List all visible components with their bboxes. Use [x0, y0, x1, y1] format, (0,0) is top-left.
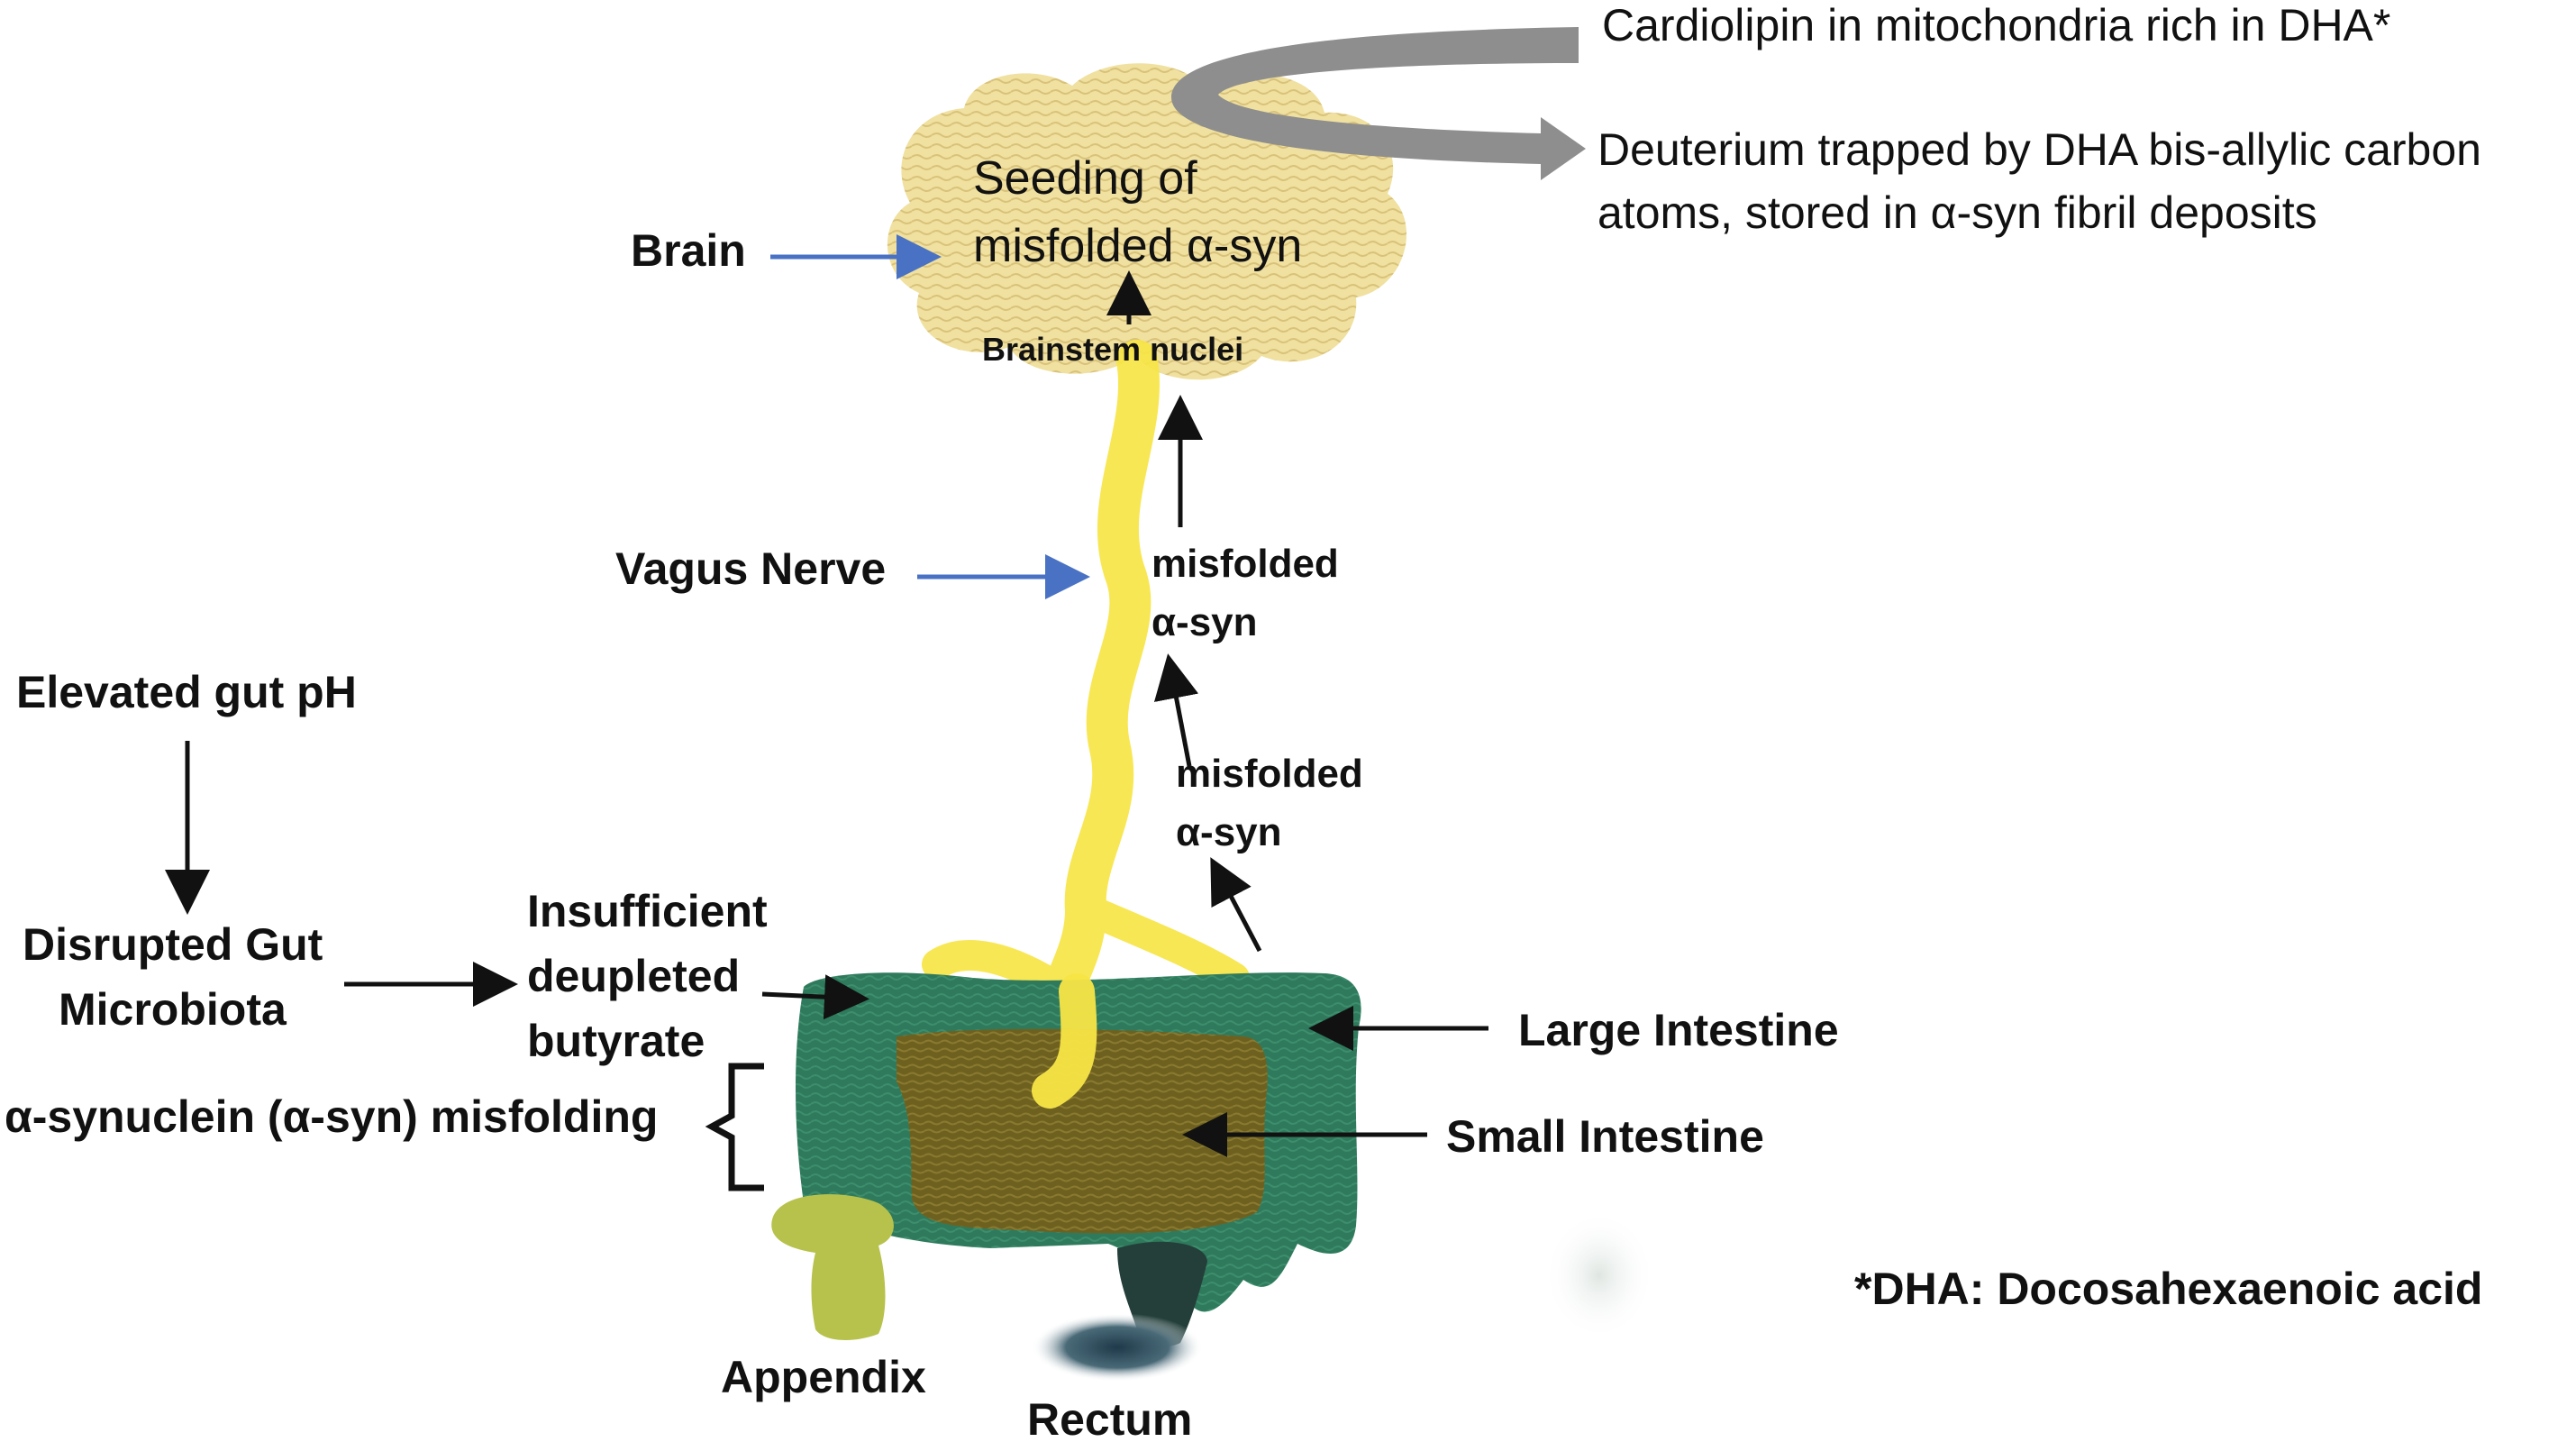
- label-disrupted-1: Disrupted Gut: [23, 919, 323, 970]
- label-vagus: Vagus Nerve: [615, 543, 886, 594]
- label-misfolding: α-synuclein (α-syn) misfolding: [5, 1091, 658, 1142]
- label-misfolded-lower-1: misfolded: [1176, 752, 1363, 796]
- label-misfolded-lower-2: α-syn: [1176, 810, 1282, 854]
- label-misfolded-upper-2: α-syn: [1151, 600, 1258, 644]
- label-butyrate-1: Insufficient: [527, 886, 768, 936]
- label-seeding-line1: Seeding of: [973, 152, 1197, 205]
- label-deuterium-line2: atoms, stored in α-syn fibril deposits: [1597, 187, 2317, 238]
- black-arrows: [165, 270, 1488, 1157]
- arrow-lower-misfolded: [1210, 857, 1262, 953]
- label-butyrate-2: deupleted: [527, 951, 740, 1001]
- appendix-shape: [771, 1194, 894, 1340]
- label-disrupted-2: Microbiota: [59, 984, 287, 1035]
- rectum-opening: [1032, 1313, 1203, 1382]
- label-cardiolipin: Cardiolipin in mitochondria rich in DHA*: [1602, 0, 2390, 50]
- small-intestine-shape: [897, 1028, 1268, 1234]
- misfolding-brace: [705, 1063, 764, 1191]
- smudge: [1543, 1210, 1655, 1340]
- label-brain: Brain: [631, 225, 746, 276]
- label-appendix: Appendix: [721, 1352, 926, 1402]
- label-brainstem: Brainstem nuclei: [982, 331, 1243, 368]
- label-large-intestine: Large Intestine: [1518, 1005, 1839, 1055]
- arrow-butyrate-to-intestine: [761, 974, 869, 1020]
- label-deuterium-line1: Deuterium trapped by DHA bis-allylic car…: [1597, 124, 2481, 175]
- label-elevated-ph: Elevated gut pH: [16, 667, 357, 717]
- label-small-intestine: Small Intestine: [1446, 1111, 1764, 1162]
- label-rectum: Rectum: [1027, 1394, 1192, 1442]
- blue-arrows: [770, 234, 1090, 599]
- label-seeding-line2: misfolded α-syn: [973, 220, 1302, 272]
- label-butyrate-3: butyrate: [527, 1016, 705, 1066]
- label-dha-footnote: *DHA: Docosahexaenoic acid: [1854, 1264, 2482, 1314]
- label-misfolded-upper-1: misfolded: [1151, 542, 1339, 586]
- arrow-middle-misfolded: [1153, 653, 1199, 767]
- gray-curved-arrow: [1171, 27, 1586, 180]
